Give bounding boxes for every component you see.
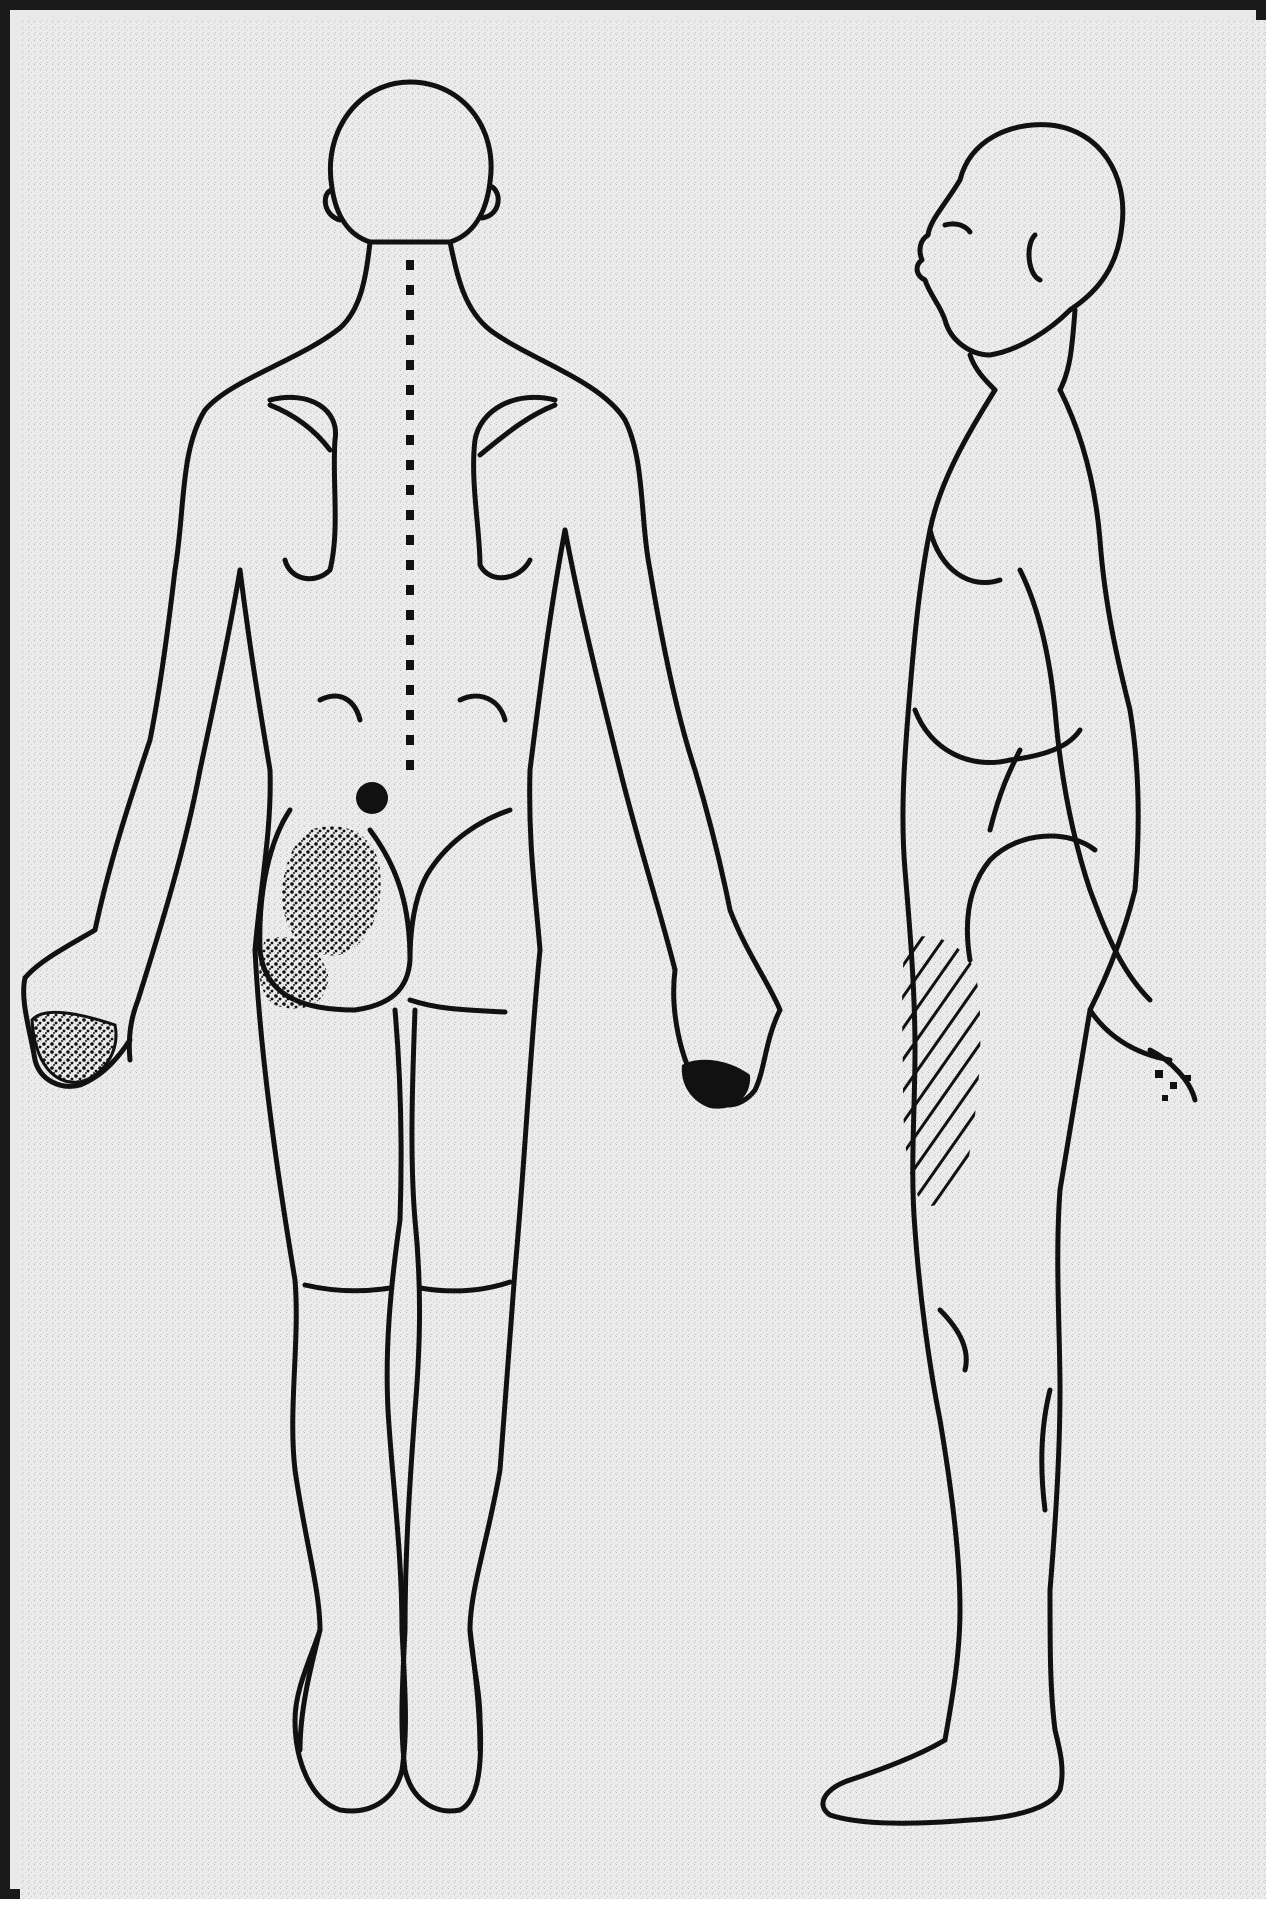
body-chart-diagram [10, 10, 1266, 1909]
sacroiliac-solid-dot [356, 782, 388, 814]
lumbar-spine-dotted-line [406, 260, 414, 770]
